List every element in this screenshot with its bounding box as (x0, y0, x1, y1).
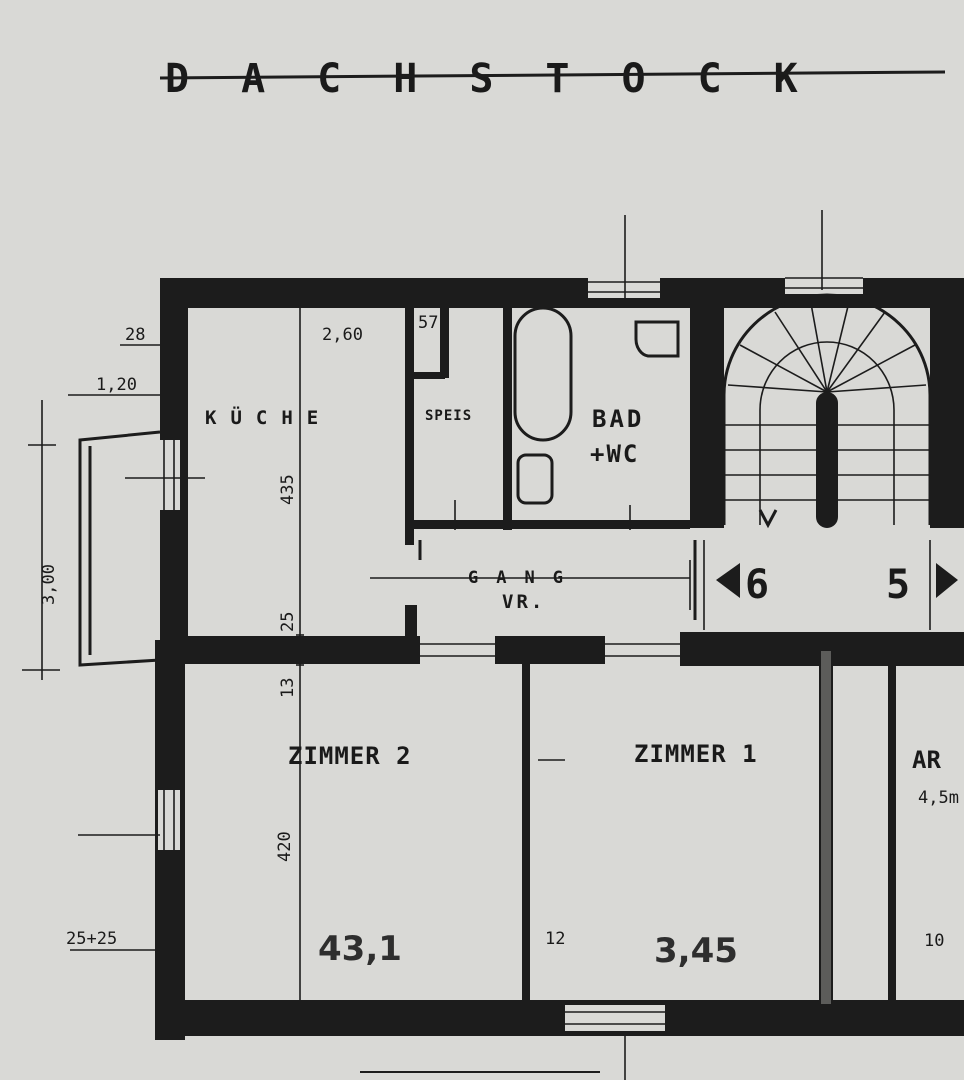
room-label-vr: VR. (502, 591, 545, 613)
dark-strip (819, 649, 833, 1006)
dim-300: 3,00 (39, 564, 59, 605)
door-markers (418, 540, 697, 620)
room-label-wc: +WC (590, 440, 639, 468)
walls (155, 272, 964, 1040)
dim-260: 2,60 (322, 325, 363, 345)
section-marker-5: 5 (886, 562, 910, 608)
dimension-lines (22, 210, 931, 1080)
balcony-outline (78, 430, 161, 667)
handwritten-area-zimmer2: 43,1 (318, 929, 402, 969)
bathroom-fixtures (513, 306, 680, 505)
section-arrow-left-icon (716, 563, 740, 598)
dim-420: 420 (275, 831, 295, 862)
handwritten-area-zimmer1: 3,45 (654, 931, 738, 971)
staircase (722, 293, 932, 529)
room-area-ar: 4,5m (918, 788, 959, 808)
dim-120: 1,20 (96, 375, 137, 395)
section-arrow-right-icon (936, 563, 958, 598)
window-frames (163, 277, 863, 1025)
room-label-speis: SPEIS (425, 408, 472, 424)
dim-25: 25 (278, 612, 298, 632)
room-label-gang: GANG (468, 568, 581, 588)
dim-10: 10 (924, 931, 944, 951)
dim-57: 57 (418, 313, 438, 333)
dim-25-25: 25+25 (66, 929, 117, 949)
dim-13: 13 (278, 678, 298, 698)
room-label-kueche: KÜCHE (205, 405, 332, 429)
room-label-zimmer1: ZIMMER 1 (634, 740, 758, 768)
dim-12: 12 (545, 929, 565, 949)
dim-435: 435 (278, 474, 298, 505)
plan-title: DACHSTOCK (165, 56, 850, 102)
section-marker-6: 6 (745, 562, 769, 608)
dim-28: 28 (125, 325, 145, 345)
room-label-zimmer2: ZIMMER 2 (288, 742, 412, 770)
room-label-ar: AR (912, 746, 941, 774)
title-underline (159, 70, 946, 80)
room-label-bad: BAD (592, 405, 644, 433)
